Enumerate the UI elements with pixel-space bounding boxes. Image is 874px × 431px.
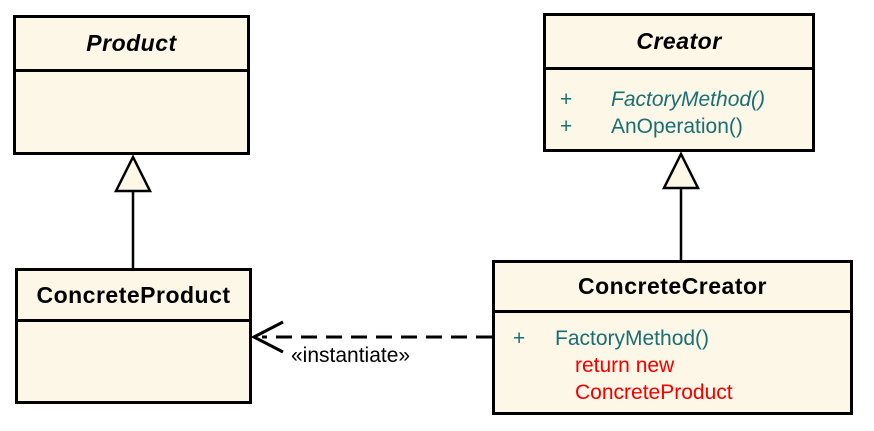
class-title-concrete-creator: ConcreteCreator xyxy=(495,263,850,313)
class-box-concrete-creator: ConcreteCreator + FactoryMethod() return… xyxy=(492,260,853,415)
code-note-line-1: return new xyxy=(575,354,675,377)
class-body-concrete-product xyxy=(18,322,249,401)
instantiate-edge-label: «instantiate» xyxy=(291,344,411,367)
class-title-product: Product xyxy=(16,18,247,72)
hollow-triangle-arrowhead xyxy=(113,154,153,193)
method-name: FactoryMethod() xyxy=(611,88,766,111)
class-body-creator: + FactoryMethod() + AnOperation() xyxy=(546,70,812,149)
class-title-concrete-product: ConcreteProduct xyxy=(18,271,249,322)
visibility-plus: + xyxy=(560,88,573,111)
generalization-concretecreator-to-creator xyxy=(661,151,701,261)
visibility-plus: + xyxy=(513,327,526,350)
method-anoperation: + AnOperation() xyxy=(560,113,812,140)
hollow-triangle-arrowhead xyxy=(661,151,701,190)
method-factorymethod: + FactoryMethod() xyxy=(513,325,850,352)
method-name: FactoryMethod() xyxy=(555,327,710,350)
class-title-creator: Creator xyxy=(546,16,812,70)
class-box-creator: Creator + FactoryMethod() + AnOperation(… xyxy=(543,13,815,152)
code-note-line-2: ConcreteProduct xyxy=(575,381,733,404)
open-arrowhead xyxy=(250,320,284,354)
class-box-concrete-product: ConcreteProduct xyxy=(15,268,252,404)
visibility-plus: + xyxy=(560,115,573,138)
method-name: AnOperation() xyxy=(611,115,743,138)
class-body-product xyxy=(16,72,247,152)
class-box-product: Product xyxy=(13,15,250,155)
generalization-concreteproduct-to-product xyxy=(113,154,153,269)
class-body-concrete-creator: + FactoryMethod() return new ConcretePro… xyxy=(495,313,850,412)
method-factorymethod: + FactoryMethod() xyxy=(560,86,812,113)
